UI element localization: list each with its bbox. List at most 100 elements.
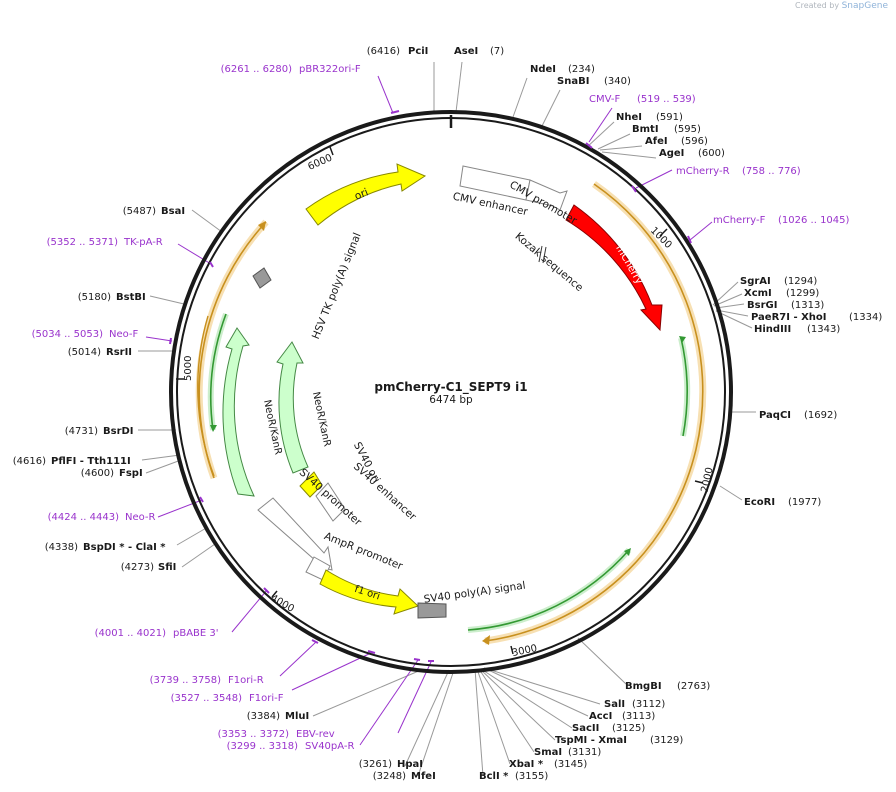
primer-range-pbr322ori-f: (6261 .. 6280): [221, 64, 293, 75]
enzyme-pos-pflfi-tth111i: (4616): [13, 456, 46, 467]
enzyme-name-smai[interactable]: SmaI: [534, 747, 562, 758]
enzyme-name-xbai[interactable]: XbaI *: [509, 759, 544, 770]
sv40-polya-feature[interactable]: [417, 602, 447, 619]
snapgene-logo: SnapGene: [841, 1, 888, 11]
enzyme-name-tspmi-xmai[interactable]: TspMI - XmaI: [555, 735, 627, 746]
enzyme-pos-xcmi: (1299): [786, 288, 819, 299]
enzyme-name-bsai[interactable]: BsaI: [161, 206, 185, 217]
enzyme-pos-agei: (600): [698, 148, 725, 159]
enzyme-name-sgrai[interactable]: SgrAI: [740, 276, 771, 287]
enzyme-name-acci[interactable]: AccI: [589, 711, 612, 722]
enzyme-name-xcmi[interactable]: XcmI: [744, 288, 772, 299]
enzyme-pos-hindiii: (1343): [807, 324, 840, 335]
kozak-mark-1: [538, 245, 543, 263]
f1-ori-feature[interactable]: [319, 569, 419, 615]
enzyme-name-bsrdi[interactable]: BsrDI: [103, 426, 134, 437]
enzyme-name-fspi[interactable]: FspI: [119, 468, 143, 479]
primer-name-neo-f[interactable]: Neo-F: [109, 329, 139, 340]
plasmid-length: 6474 bp: [429, 394, 473, 406]
enzyme-pos-bmti: (595): [674, 124, 701, 135]
primer-range-tk-pa-r: (5352 .. 5371): [47, 237, 119, 248]
enzyme-pos-asei: (7): [490, 46, 504, 57]
hsv-tk-label: HSV TK poly(A) signal: [310, 231, 364, 341]
neokanr-inner-feature[interactable]: [276, 341, 309, 474]
enzyme-pos-bmgbi: (2763): [677, 681, 710, 692]
primer-name-f1ori-f[interactable]: F1ori-F: [249, 693, 284, 704]
enzyme-pos-bsai: (5487): [123, 206, 156, 217]
primer-name-ebv-rev[interactable]: EBV-rev: [296, 729, 335, 740]
hsv-tk-polya-feature[interactable]: [252, 267, 272, 289]
enzyme-name-mlui[interactable]: MluI: [285, 711, 309, 722]
enzyme-pos-paqci: (1692): [804, 410, 837, 421]
enzyme-pos-bsrgi: (1313): [791, 300, 824, 311]
cmv-promoter-feature[interactable]: [525, 179, 568, 211]
sv40-promoter-feature[interactable]: [257, 497, 333, 571]
enzyme-pos-paer7i-xhoi: (1334): [849, 312, 882, 323]
kozak-mark-2: [542, 246, 547, 264]
tick-label-4000: 4000: [268, 593, 296, 615]
enzyme-name-rsrii[interactable]: RsrII: [106, 347, 132, 358]
enzyme-pos-sacii: (3125): [612, 723, 645, 734]
enzyme-name-paqci[interactable]: PaqCI: [759, 410, 791, 421]
enzyme-name-afei[interactable]: AfeI: [645, 136, 668, 147]
enzyme-pos-sgrai: (1294): [784, 276, 817, 287]
mcherry-feature[interactable]: [565, 204, 663, 332]
primer-name-cmv-f[interactable]: CMV-F: [589, 94, 620, 105]
primer-range-mcherry-r: (758 .. 776): [742, 166, 801, 177]
enzyme-pos-smai: (3131): [568, 747, 601, 758]
enzyme-name-bsrgi[interactable]: BsrGI: [747, 300, 777, 311]
primer-binding-marks: [169, 110, 692, 662]
primer-range-neo-r: (4424 .. 4443): [48, 512, 120, 523]
enzyme-name-sfii[interactable]: SfiI: [158, 562, 176, 573]
enzyme-name-pcii[interactable]: PciI: [408, 46, 428, 57]
primer-range-mcherry-f: (1026 .. 1045): [778, 215, 850, 226]
primer-name-f1ori-r[interactable]: F1ori-R: [228, 675, 264, 686]
scale-ticks: [176, 146, 704, 655]
enzyme-name-sali[interactable]: SalI: [604, 699, 625, 710]
primer-range-ebv-rev: (3353 .. 3372): [218, 729, 290, 740]
enzyme-pos-bsrdi: (4731): [65, 426, 98, 437]
sv40-promoter-label: SV40 promoter: [297, 466, 364, 528]
enzyme-name-sacii[interactable]: SacII: [572, 723, 599, 734]
enzyme-pos-ndei: (234): [568, 64, 595, 75]
enzyme-pos-hpai: (3261): [359, 759, 392, 770]
enzyme-name-ecori[interactable]: EcoRI: [744, 497, 775, 508]
enzyme-name-bmti[interactable]: BmtI: [632, 124, 659, 135]
enzyme-name-nhei[interactable]: NheI: [616, 112, 642, 123]
orf-green-tracks: [207, 312, 691, 633]
enzyme-name-mfei[interactable]: MfeI: [411, 771, 436, 782]
enzyme-name-ndei[interactable]: NdeI: [530, 64, 556, 75]
primer-name-neo-r[interactable]: Neo-R: [125, 512, 156, 523]
enzyme-pos-afei: (596): [681, 136, 708, 147]
orf-tracks: [195, 181, 707, 645]
primer-name-mcherry-f[interactable]: mCherry-F: [713, 215, 766, 226]
enzyme-pos-bcli: (3155): [515, 771, 548, 782]
enzyme-name-bspdi-clai[interactable]: BspDI * - ClaI *: [83, 542, 166, 553]
ori-label: ori: [353, 186, 370, 202]
enzyme-name-hindiii[interactable]: HindIII: [754, 324, 791, 335]
enzyme-name-bstbi[interactable]: BstBI: [116, 292, 146, 303]
enzyme-pos-bstbi: (5180): [78, 292, 111, 303]
sv40-ori-feature[interactable]: [299, 471, 323, 498]
enzyme-name-paer7i-xhoi[interactable]: PaeR7I - XhoI: [751, 312, 827, 323]
enzyme-pos-nhei: (591): [656, 112, 683, 123]
enzyme-name-bcli[interactable]: BclI *: [479, 771, 509, 782]
primer-name-tk-pa-r[interactable]: TK-pA-R: [123, 237, 163, 248]
enzyme-name-snabi[interactable]: SnaBI: [557, 76, 589, 87]
enzyme-pos-ecori: (1977): [788, 497, 821, 508]
neokanr-outer-feature[interactable]: [222, 327, 255, 497]
primer-name-mcherry-r[interactable]: mCherry-R: [676, 166, 730, 177]
enzyme-name-agei[interactable]: AgeI: [659, 148, 684, 159]
primer-name-sv40pa-r[interactable]: SV40pA-R: [305, 741, 354, 752]
primer-name-pbr322ori-f[interactable]: pBR322ori-F: [299, 64, 361, 75]
sv40-enhancer-feature[interactable]: [315, 482, 346, 522]
enzyme-name-asei[interactable]: AseI: [454, 46, 478, 57]
plasmid-name: pmCherry-C1_SEPT9 i1: [374, 380, 527, 395]
ori-feature[interactable]: [305, 163, 427, 226]
primer-name-pbabe3[interactable]: pBABE 3': [173, 628, 219, 639]
enzyme-pos-xbai: (3145): [554, 759, 587, 770]
enzyme-name-pflfi-tth111i[interactable]: PflFI - Tth111I: [51, 456, 131, 467]
enzyme-name-bmgbi[interactable]: BmgBI: [625, 681, 662, 692]
enzyme-name-hpai[interactable]: HpaI: [397, 759, 423, 770]
